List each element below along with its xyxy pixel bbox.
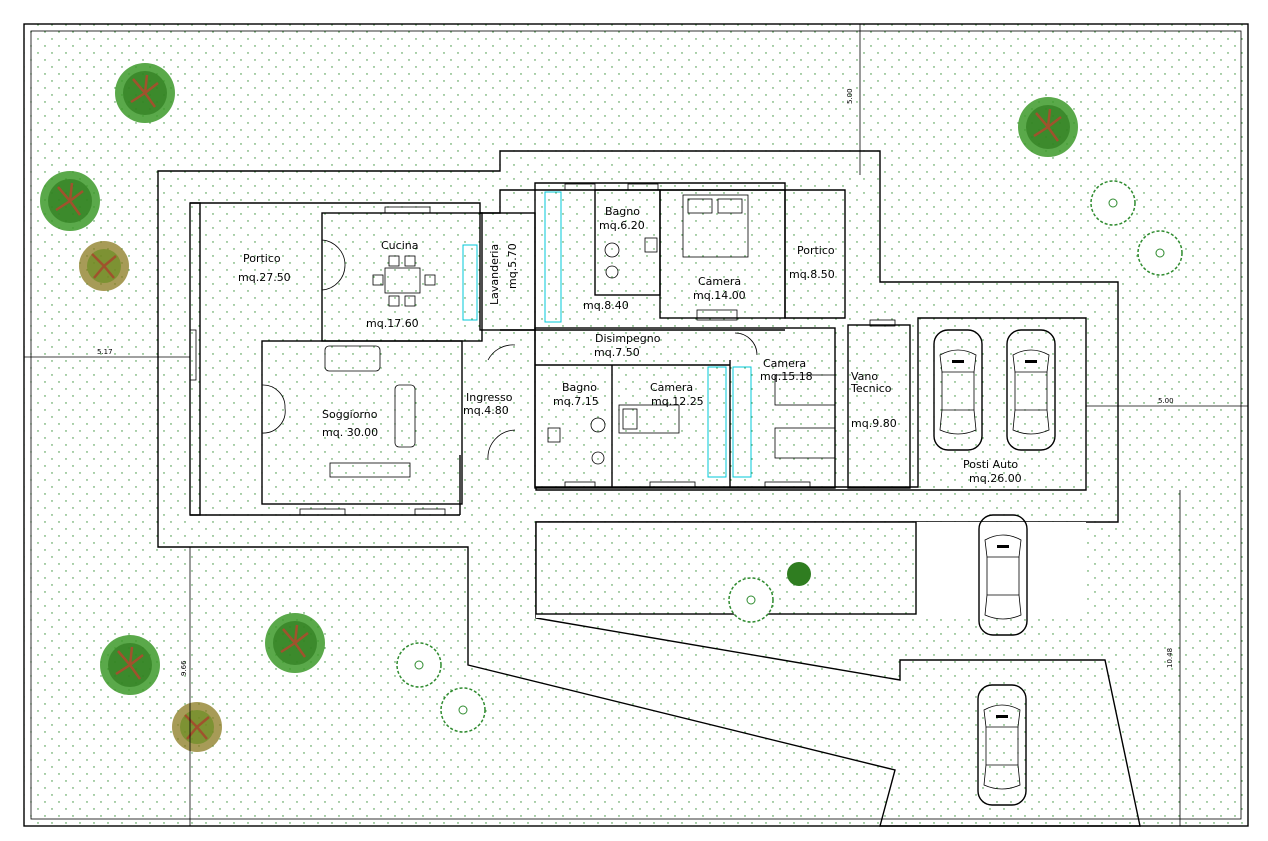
beds-east (774, 374, 836, 459)
vano-tecnico-name-1: Vano (851, 370, 878, 383)
bed-south-1 (618, 404, 680, 434)
camera-east-name: Camera (763, 357, 806, 370)
shrub-icon (396, 642, 442, 688)
soggiorno-area: mq. 30.00 (322, 426, 378, 439)
bagno-south-area: mq.7.15 (553, 395, 599, 408)
camera-south-area: mq.12.25 (651, 395, 704, 408)
shrub-icon (1137, 230, 1183, 276)
disimpegno-name: Disimpegno (595, 332, 661, 345)
camera-north-name: Camera (698, 275, 741, 288)
tree-icon (263, 611, 327, 675)
garden-strip (536, 522, 916, 614)
tree-icon (170, 700, 224, 754)
sanitary-fixtures (547, 237, 658, 465)
plant-icon (787, 562, 811, 586)
sofa (324, 345, 416, 448)
kitchen-counter (462, 244, 478, 321)
bed-north (682, 194, 749, 258)
portico-west-name: Portico (243, 252, 281, 265)
shrub-icon (1090, 180, 1136, 226)
room-labels: Portico mq.27.50 Cucina mq.17.60 Lavande… (238, 205, 1022, 485)
bagno-south-name: Bagno (562, 381, 597, 394)
tree-icon (1016, 95, 1080, 159)
dining-table (372, 255, 436, 307)
posti-auto-area: mq.26.00 (969, 472, 1022, 485)
portico-east-name: Portico (797, 244, 835, 257)
lavanderia-area: mq.5.70 (506, 243, 519, 289)
living-walls (261, 340, 463, 505)
tree-icon (113, 61, 177, 125)
cucina-name: Cucina (381, 239, 418, 252)
site-boundary (23, 23, 1249, 827)
doors (261, 239, 758, 461)
site-lot (24, 24, 1248, 826)
tech-room-walls (847, 324, 911, 489)
lavanderia-name: Lavanderia (488, 244, 501, 305)
camera-east-area: mq.15.18 (760, 370, 813, 383)
windows (189, 183, 896, 516)
dim-left: 5.17 (97, 348, 113, 356)
portico-west-area: mq.27.50 (238, 271, 291, 284)
bedroom-north-walls (659, 189, 786, 319)
ripostiglio-area: mq.8.40 (583, 299, 629, 312)
ingresso-area: mq.4.80 (463, 404, 509, 417)
ingresso-name: Ingresso (466, 391, 513, 404)
dim-top: 5.00 (846, 88, 854, 104)
tree-icon (77, 239, 131, 293)
shrub-icon (440, 687, 486, 733)
house-platform (157, 150, 1141, 827)
soggiorno-name: Soggiorno (322, 408, 378, 421)
tree-icon (38, 169, 102, 233)
dim-bottom-left: 9.66 (180, 660, 188, 676)
vano-tecnico-area: mq.9.80 (851, 417, 897, 430)
dim-bottom-right: 10.48 (1166, 648, 1174, 668)
vano-tecnico-name-2: Tecnico (850, 382, 892, 395)
bagno-north-name: Bagno (605, 205, 640, 218)
portico-east-area: mq.8.50 (789, 268, 835, 281)
bagno-north-area: mq.6.20 (599, 219, 645, 232)
wardrobes (544, 191, 752, 478)
disimpegno-area: mq.7.50 (594, 346, 640, 359)
camera-south-name: Camera (650, 381, 693, 394)
shrub-icon (728, 577, 774, 623)
posti-auto-name: Posti Auto (963, 458, 1018, 471)
camera-north-area: mq.14.00 (693, 289, 746, 302)
cucina-area: mq.17.60 (366, 317, 419, 330)
dim-right: 5.00 (1158, 397, 1174, 405)
tree-icon (98, 633, 162, 697)
site-inner-boundary (30, 30, 1242, 820)
tv-cabinet (329, 462, 411, 478)
